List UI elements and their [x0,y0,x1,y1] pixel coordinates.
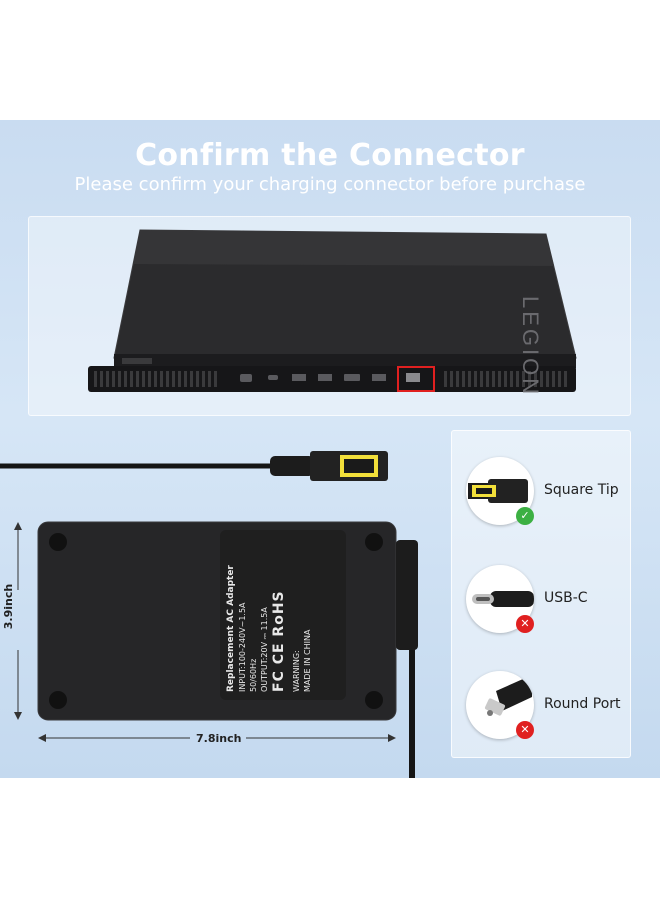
adapter-label-title: Replacement AC Adapter [226,565,236,692]
dimension-lines [17,524,394,739]
connector-row-square-tip: ✓ Square Tip [452,457,632,537]
connector-row-usb-c: ✕ USB-C [452,565,632,645]
certification-marks: FC CE RoHS [271,590,287,692]
adapter-warning: WARNING: [292,650,301,692]
power-port-highlight [397,366,435,392]
adapter-made-in: MADE IN CHINA [303,629,312,692]
adapter-spec-label: Replacement AC Adapter INPUT:100-240V~1.… [220,530,346,700]
connector-compatibility-card: ✓ Square Tip ✕ USB-C ✕ [451,430,631,758]
incompatible-x-icon: ✕ [516,615,534,633]
laptop-brand: LEGION [518,296,543,397]
connector-label: Square Tip [544,482,619,498]
product-panel: Confirm the Connector Please confirm you… [0,120,660,778]
adapter-frequency: 50/60Hz [249,658,258,692]
compatible-check-icon: ✓ [516,507,534,525]
width-dimension: 7.8inch [196,732,242,745]
connector-row-round-port: ✕ Round Port [452,671,632,751]
cable-strain-relief [270,456,314,476]
adapter-output: OUTPUT:20V ⎓ 11.5A [260,607,269,692]
rear-ports [240,373,420,382]
page-subtitle: Please confirm your charging connector b… [74,174,586,195]
right-vent [444,371,567,387]
laptop-illustration: LEGION [88,229,577,397]
connector-label: Round Port [544,696,621,712]
height-dimension: 3.9inch [2,583,16,630]
page-title: Confirm the Connector [135,138,525,173]
connector-label: USB-C [544,590,588,606]
incompatible-x-icon: ✕ [516,721,534,739]
left-vent [94,371,217,387]
adapter-input: INPUT:100-240V~1.5A [238,602,247,692]
